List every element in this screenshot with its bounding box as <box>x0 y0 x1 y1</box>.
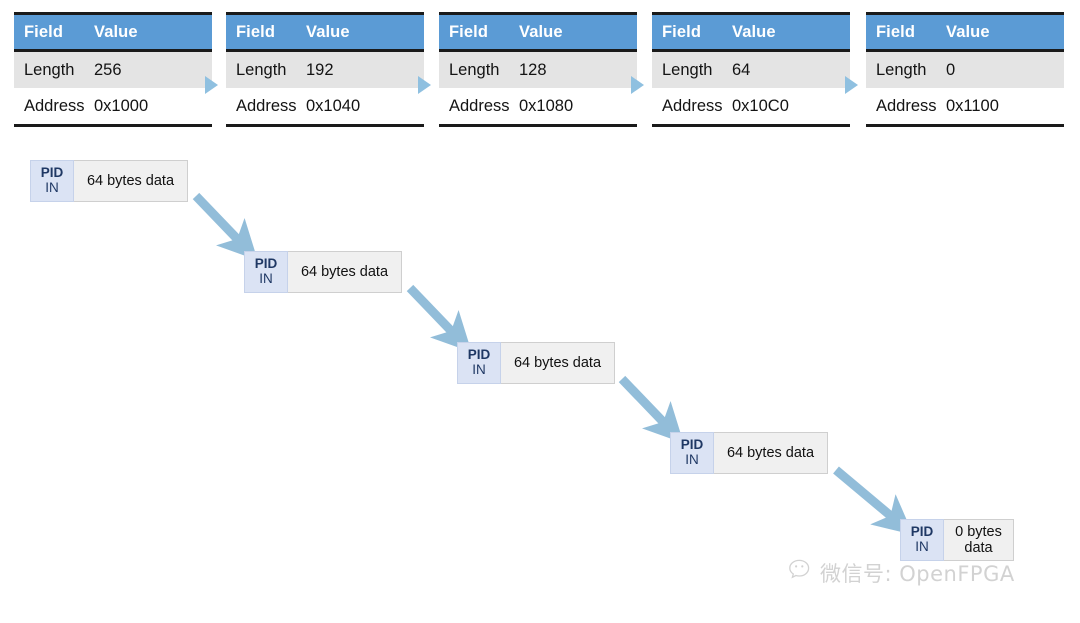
watermark: 微信号: OpenFPGA <box>788 558 1015 588</box>
cell-value: 192 <box>306 60 334 79</box>
pid-token-label: IN <box>685 452 699 467</box>
cell-field: Length <box>876 60 927 79</box>
descriptor-table: Field Value Length 128 Address 0x1080 <box>439 12 637 127</box>
column-header-field: Field <box>876 22 916 41</box>
chain-arrow-icon <box>406 284 472 353</box>
pid-label: PID <box>40 165 64 181</box>
packet-data-cell: 64 bytes data <box>714 432 828 474</box>
packet-box: PID IN 64 bytes data <box>244 251 402 293</box>
pid-cell: PID IN <box>900 519 944 561</box>
table-header-row: Field Value <box>226 15 424 52</box>
cell-value: 0x1080 <box>519 96 574 115</box>
cell-value: 64 <box>732 60 751 79</box>
packet-data-cell: 64 bytes data <box>288 251 402 293</box>
packet-data-cell: 64 bytes data <box>501 342 615 384</box>
cell-value: 256 <box>94 60 122 79</box>
pid-token-label: IN <box>259 271 273 286</box>
table-row: Address 0x10C0 <box>652 88 850 124</box>
packet-box: PID IN 64 bytes data <box>30 160 188 202</box>
pid-label: PID <box>254 256 278 272</box>
pid-cell: PID IN <box>670 432 714 474</box>
table-header-row: Field Value <box>14 15 212 52</box>
pid-token-label: IN <box>472 362 486 377</box>
table-connector-arrow-icon <box>845 76 858 94</box>
cell-field: Length <box>449 60 500 79</box>
watermark-text: 微信号: OpenFPGA <box>820 562 1015 586</box>
descriptor-table: Field Value Length 64 Address 0x10C0 <box>652 12 850 127</box>
column-header-field: Field <box>24 22 64 41</box>
table-row: Address 0x1080 <box>439 88 637 124</box>
table-header-row: Field Value <box>866 15 1064 52</box>
descriptor-table: Field Value Length 0 Address 0x1100 <box>866 12 1064 127</box>
chain-arrow-icon <box>192 192 258 261</box>
column-header-field: Field <box>662 22 702 41</box>
wechat-icon <box>788 558 814 588</box>
descriptor-table: Field Value Length 256 Address 0x1000 <box>14 12 212 127</box>
cell-value: 0x10C0 <box>732 96 789 115</box>
column-header-value: Value <box>519 22 563 41</box>
chain-arrow-icon <box>833 466 914 535</box>
column-header-value: Value <box>306 22 350 41</box>
table-row: Address 0x1000 <box>14 88 212 124</box>
cell-value: 0 <box>946 60 956 79</box>
cell-field: Length <box>24 60 75 79</box>
cell-field: Address <box>236 96 297 115</box>
packet-box: PID IN 64 bytes data <box>670 432 828 474</box>
pid-cell: PID IN <box>457 342 501 384</box>
table-row: Address 0x1040 <box>226 88 424 124</box>
packet-box: PID IN 0 bytes data <box>900 519 1014 561</box>
cell-value: 0x1100 <box>946 96 999 115</box>
column-header-value: Value <box>732 22 776 41</box>
pid-label: PID <box>910 524 934 540</box>
table-row: Length 192 <box>226 52 424 88</box>
cell-field: Length <box>662 60 713 79</box>
packet-data-cell: 0 bytes data <box>944 519 1014 561</box>
cell-field: Address <box>24 96 85 115</box>
table-header-row: Field Value <box>652 15 850 52</box>
table-row: Length 64 <box>652 52 850 88</box>
column-header-field: Field <box>236 22 276 41</box>
pid-cell: PID IN <box>244 251 288 293</box>
descriptor-table-row: Field Value Length 256 Address 0x1000 Fi… <box>0 0 1080 140</box>
table-header-row: Field Value <box>439 15 637 52</box>
descriptor-table: Field Value Length 192 Address 0x1040 <box>226 12 424 127</box>
pid-label: PID <box>680 437 704 453</box>
table-row: Length 0 <box>866 52 1064 88</box>
cell-value: 0x1040 <box>306 96 361 115</box>
packet-data-cell: 64 bytes data <box>74 160 188 202</box>
table-connector-arrow-icon <box>631 76 644 94</box>
column-header-value: Value <box>94 22 138 41</box>
table-row: Address 0x1100 <box>866 88 1064 124</box>
chain-arrow-icon <box>618 375 684 444</box>
cell-field: Length <box>236 60 287 79</box>
pid-label: PID <box>467 347 491 363</box>
cell-field: Address <box>662 96 723 115</box>
column-header-value: Value <box>946 22 990 41</box>
pid-token-label: IN <box>915 539 929 554</box>
cell-value: 128 <box>519 60 547 79</box>
table-connector-arrow-icon <box>205 76 218 94</box>
column-header-field: Field <box>449 22 489 41</box>
cell-field: Address <box>876 96 937 115</box>
table-connector-arrow-icon <box>418 76 431 94</box>
cell-value: 0x1000 <box>94 96 149 115</box>
cell-field: Address <box>449 96 510 115</box>
table-row: Length 128 <box>439 52 637 88</box>
pid-cell: PID IN <box>30 160 74 202</box>
packet-box: PID IN 64 bytes data <box>457 342 615 384</box>
table-row: Length 256 <box>14 52 212 88</box>
pid-token-label: IN <box>45 180 59 195</box>
